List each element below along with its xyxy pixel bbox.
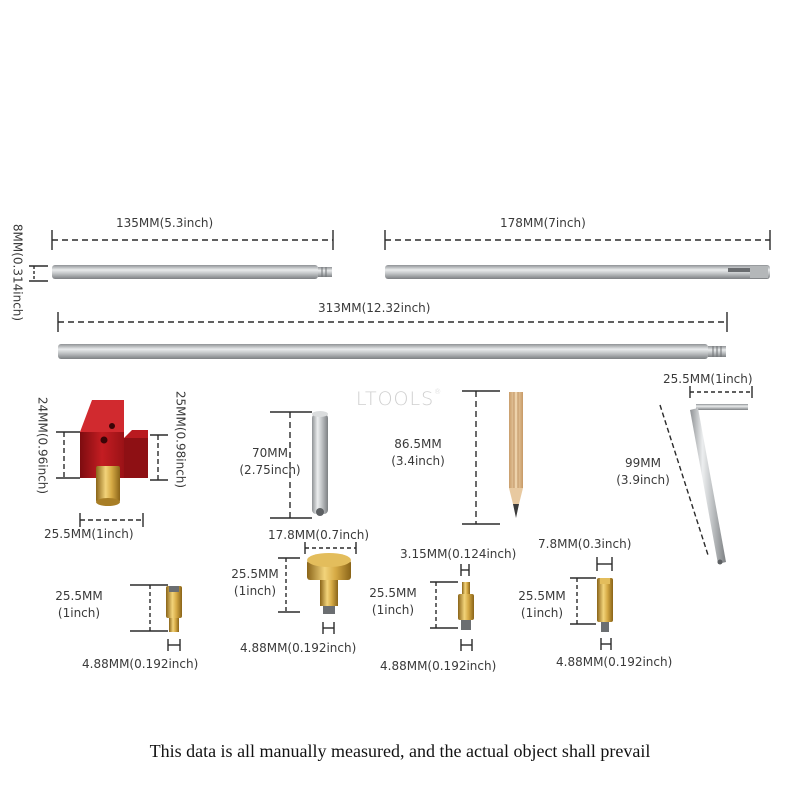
steel-pin	[312, 411, 328, 516]
label-tip2-length: 25.5MM	[231, 567, 279, 581]
brass-tip-4	[597, 578, 613, 632]
label-tip3-diameter: 4.88MM(0.192inch)	[380, 659, 497, 673]
label-rod-diameter: 8MM(0.314inch)	[10, 223, 25, 322]
label-key-length-inch: (3.9inch)	[616, 473, 670, 487]
brass-tip-3	[458, 582, 474, 630]
label-rod-medium-length: 178MM(7inch)	[500, 216, 586, 230]
label-pin-length: 70MM	[252, 446, 288, 460]
rod-medium	[385, 265, 770, 279]
label-pin-diameter: 17.8MM(0.7inch)	[268, 528, 370, 542]
label-rod-long-length: 313MM(12.32inch)	[318, 301, 431, 315]
dim-line-key-length	[659, 404, 709, 556]
brass-tip-1	[166, 586, 182, 632]
hex-key	[690, 404, 748, 565]
dimension-lines	[29, 230, 771, 651]
label-tip3-length-inch: (1inch)	[371, 603, 415, 617]
label-pencil-length: 86.5MM	[394, 437, 442, 451]
pencil	[509, 392, 523, 518]
label-block-depth: 25MM(0.98inch)	[173, 390, 188, 489]
label-tip4-length: 25.5MM	[518, 589, 566, 603]
label-tip1-length-inch: (1inch)	[57, 606, 101, 620]
label-tip4-length-inch: (1inch)	[520, 606, 564, 620]
label-tip2-diameter: 4.88MM(0.192inch)	[240, 641, 357, 655]
label-tip1-diameter: 4.88MM(0.192inch)	[82, 657, 199, 671]
label-rod-short-length: 135MM(5.3inch)	[116, 216, 214, 230]
label-tip1-length: 25.5MM	[55, 589, 103, 603]
brand-watermark: LTOOLS®	[356, 388, 443, 410]
rod-short	[52, 265, 332, 279]
label-tip3-length: 25.5MM	[369, 586, 417, 600]
label-tip3-top: 3.15MM(0.124inch)	[400, 547, 517, 561]
label-key-length: 99MM	[625, 456, 661, 470]
label-pencil-length-inch: (3.4inch)	[391, 454, 445, 468]
measurement-disclaimer: This data is all manually measured, and …	[149, 741, 651, 761]
label-key-width: 25.5MM(1inch)	[663, 372, 753, 386]
red-clamp-block	[80, 400, 148, 506]
label-block-height: 24MM(0.96inch)	[35, 396, 50, 495]
label-block-width: 25.5MM(1inch)	[44, 527, 134, 541]
brass-tip-2	[307, 553, 351, 614]
label-tip4-top: 7.8MM(0.3inch)	[538, 537, 632, 551]
label-pin-length-inch: (2.75inch)	[239, 463, 301, 477]
label-tip2-length-inch: (1inch)	[233, 584, 277, 598]
label-tip4-diameter: 4.88MM(0.192inch)	[556, 655, 673, 669]
rod-long	[58, 344, 726, 359]
